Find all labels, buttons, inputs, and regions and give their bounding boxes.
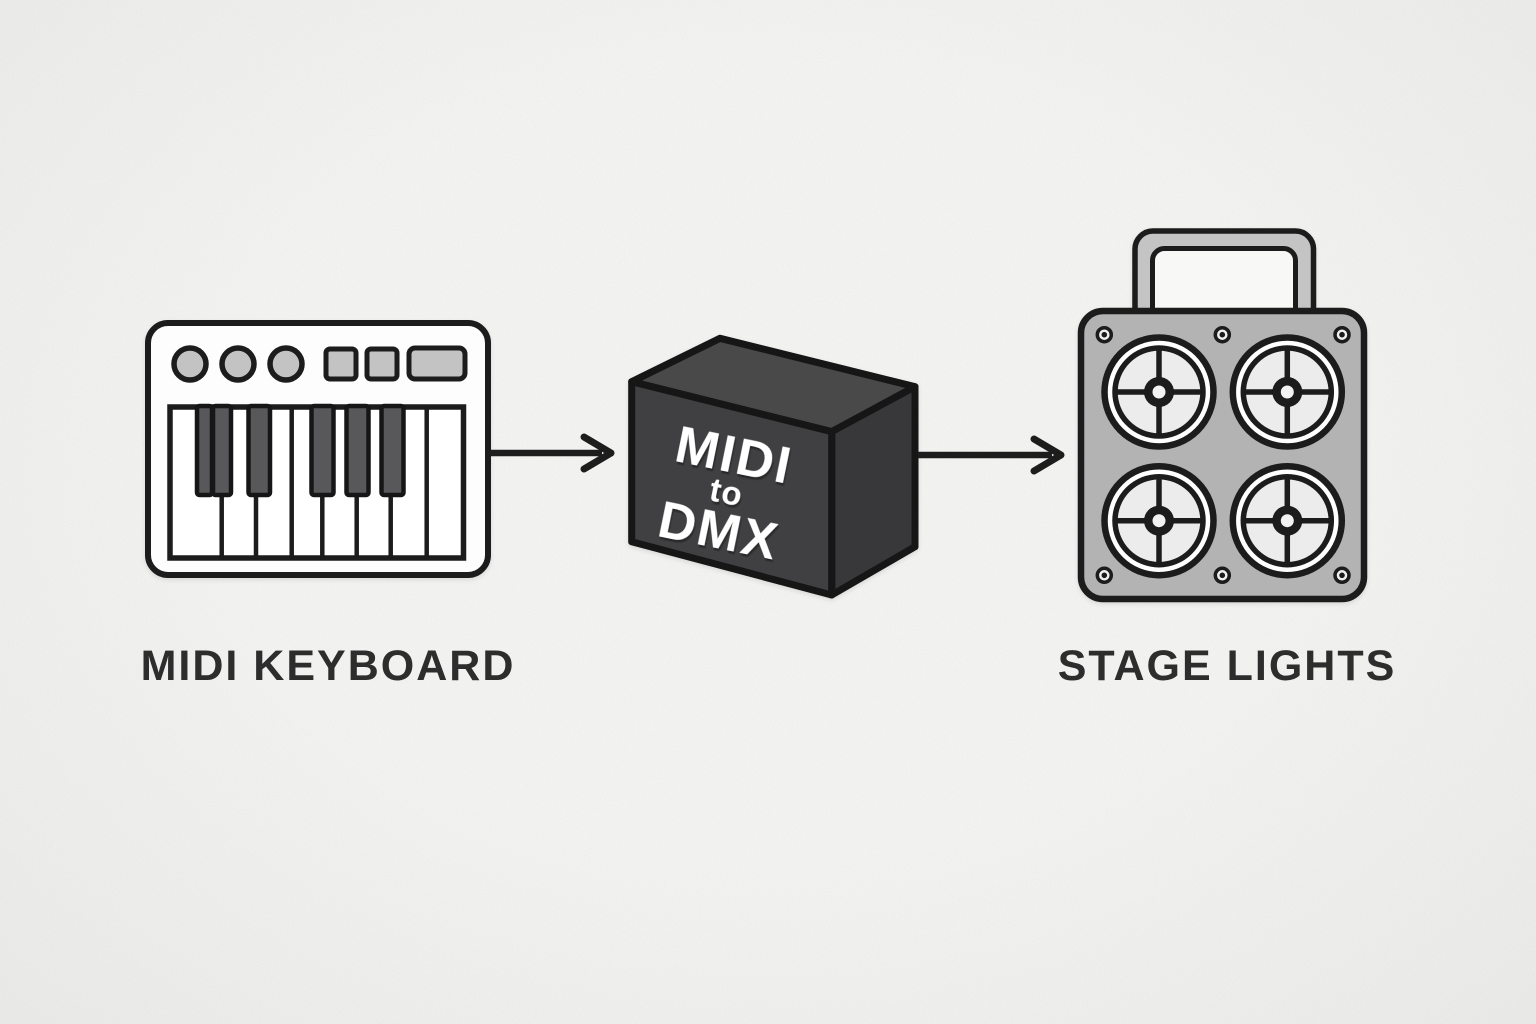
- arrowhead-icon: [580, 433, 615, 473]
- lamp-icon: [1229, 462, 1346, 579]
- screw-icon: [1213, 325, 1232, 344]
- lamps: [1101, 334, 1346, 579]
- arrowhead-icon: [1030, 435, 1065, 475]
- square-button-icon: [323, 346, 359, 382]
- screws: [1095, 325, 1351, 585]
- keyboard-knobs: [171, 345, 305, 383]
- keyboard-buttons: [323, 345, 468, 382]
- stage-lights-label: STAGE LIGHTS: [1057, 642, 1397, 690]
- screw-icon: [1095, 566, 1114, 585]
- midi-keyboard-icon: [145, 320, 491, 578]
- lamp-icon: [1101, 462, 1217, 579]
- knob-icon: [171, 345, 209, 383]
- screw-icon: [1333, 325, 1351, 344]
- stage-lights-icon: [1077, 228, 1368, 603]
- box-front-face: [628, 378, 836, 599]
- screw-icon: [1333, 566, 1351, 585]
- wide-button-icon: [406, 345, 468, 382]
- knob-icon: [219, 345, 257, 383]
- square-button-icon: [364, 346, 400, 382]
- screw-icon: [1213, 566, 1232, 585]
- arrow-keyboard-to-converter: [487, 433, 615, 473]
- midi-to-dmx-box-icon: MIDI to DMX: [628, 334, 919, 599]
- screw-icon: [1095, 325, 1114, 344]
- keyboard-keys: [167, 403, 467, 561]
- arrow-converter-to-lights: [918, 435, 1065, 475]
- lamp-icon: [1229, 334, 1346, 450]
- lamp-icon: [1101, 334, 1217, 450]
- box-label-line2: to: [707, 471, 747, 514]
- black-keys: [194, 403, 406, 498]
- knob-icon: [267, 345, 305, 383]
- midi-keyboard-label: MIDI KEYBOARD: [140, 642, 516, 690]
